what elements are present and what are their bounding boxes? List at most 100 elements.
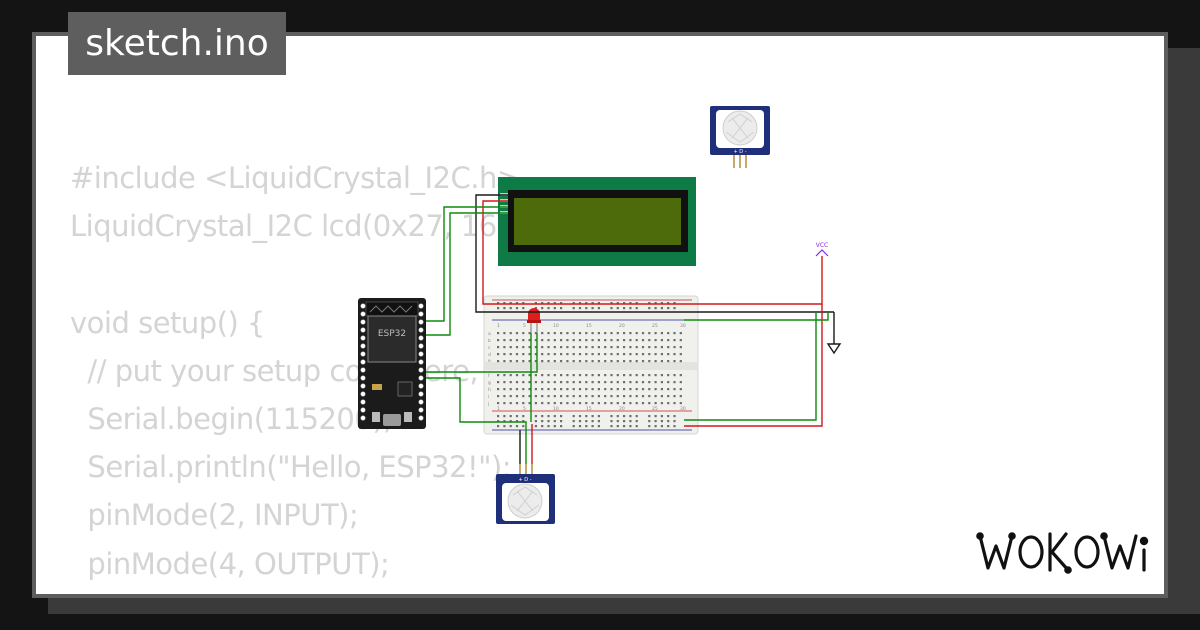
breadboard-hole bbox=[522, 381, 525, 384]
esp32-pin[interactable] bbox=[360, 343, 366, 349]
breadboard-hole bbox=[629, 381, 632, 384]
breadboard-hole bbox=[560, 395, 563, 398]
esp32-pin[interactable] bbox=[360, 327, 366, 333]
breadboard-hole bbox=[667, 339, 670, 342]
breadboard-hole bbox=[591, 307, 594, 310]
esp32-pin[interactable] bbox=[360, 399, 366, 405]
breadboard-hole bbox=[572, 332, 575, 335]
breadboard-hole bbox=[585, 415, 588, 418]
svg-text:20: 20 bbox=[619, 406, 625, 412]
breadboard[interactable]: 1 5 10 15 20 25 30 1 5 10 15 20 25 30 a … bbox=[483, 295, 699, 435]
breadboard-hole bbox=[509, 420, 512, 423]
code-line: Serial.begin(115200); bbox=[70, 401, 393, 436]
breadboard-hole bbox=[572, 395, 575, 398]
breadboard-hole bbox=[566, 346, 569, 349]
breadboard-hole bbox=[629, 420, 632, 423]
breadboard-holes bbox=[497, 302, 682, 428]
ground-symbol[interactable] bbox=[826, 312, 842, 355]
breadboard-hole bbox=[673, 307, 676, 310]
breadboard-hole bbox=[560, 425, 563, 428]
esp32-pin[interactable] bbox=[360, 391, 366, 397]
svg-text:c: c bbox=[488, 346, 491, 351]
esp32-pin[interactable] bbox=[360, 351, 366, 357]
breadboard-hole bbox=[673, 415, 676, 418]
esp32-pin[interactable] bbox=[418, 303, 424, 309]
breadboard-hole bbox=[610, 339, 613, 342]
wire-green bbox=[426, 377, 527, 464]
wire-red bbox=[684, 304, 823, 427]
esp32-pin[interactable] bbox=[418, 319, 424, 325]
esp32-pin[interactable] bbox=[360, 335, 366, 341]
esp32-pin[interactable] bbox=[360, 303, 366, 309]
esp32-pin[interactable] bbox=[418, 415, 424, 421]
breadboard-hole bbox=[497, 415, 500, 418]
breadboard-hole bbox=[553, 353, 556, 356]
esp32-pin[interactable] bbox=[360, 311, 366, 317]
esp32-pin[interactable] bbox=[360, 383, 366, 389]
esp32-pin[interactable] bbox=[418, 367, 424, 373]
esp32-pin[interactable] bbox=[360, 407, 366, 413]
breadboard-hole bbox=[541, 302, 544, 305]
filename-tab[interactable]: sketch.ino bbox=[68, 12, 286, 75]
breadboard-hole bbox=[635, 381, 638, 384]
pir-sensor-top[interactable]: + D - bbox=[710, 106, 770, 168]
esp32-pin[interactable] bbox=[418, 399, 424, 405]
breadboard-hole bbox=[497, 395, 500, 398]
breadboard-hole bbox=[635, 374, 638, 377]
breadboard-hole bbox=[610, 388, 613, 391]
esp32-pin[interactable] bbox=[418, 335, 424, 341]
breadboard-hole bbox=[534, 388, 537, 391]
breadboard-hole bbox=[528, 332, 531, 335]
breadboard-hole bbox=[572, 425, 575, 428]
breadboard-hole bbox=[679, 388, 682, 391]
breadboard-hole bbox=[497, 302, 500, 305]
breadboard-hole bbox=[635, 425, 638, 428]
breadboard-hole bbox=[566, 353, 569, 356]
esp32-pin[interactable] bbox=[418, 343, 424, 349]
breadboard-hole bbox=[509, 381, 512, 384]
esp32-pin[interactable] bbox=[418, 383, 424, 389]
pir-sensor-bottom[interactable]: + D - bbox=[496, 464, 555, 524]
breadboard-hole bbox=[585, 332, 588, 335]
breadboard-hole bbox=[497, 374, 500, 377]
esp32-pin[interactable] bbox=[418, 359, 424, 365]
breadboard-hole bbox=[604, 402, 607, 405]
esp32-pin[interactable] bbox=[360, 319, 366, 325]
breadboard-hole bbox=[610, 346, 613, 349]
breadboard-hole bbox=[572, 388, 575, 391]
breadboard-hole bbox=[635, 402, 638, 405]
esp32-pin[interactable] bbox=[360, 367, 366, 373]
esp32-pin[interactable] bbox=[418, 391, 424, 397]
breadboard-hole bbox=[623, 374, 626, 377]
breadboard-hole bbox=[654, 374, 657, 377]
esp32-pin[interactable] bbox=[418, 327, 424, 333]
esp32-pin[interactable] bbox=[360, 359, 366, 365]
esp32-pin[interactable] bbox=[360, 415, 366, 421]
breadboard-hole bbox=[597, 420, 600, 423]
breadboard-hole bbox=[547, 425, 550, 428]
breadboard-hole bbox=[591, 425, 594, 428]
breadboard-hole bbox=[604, 339, 607, 342]
breadboard-hole bbox=[654, 360, 657, 363]
breadboard-hole bbox=[560, 420, 563, 423]
breadboard-hole bbox=[641, 346, 645, 349]
breadboard-hole bbox=[591, 420, 594, 423]
breadboard-hole bbox=[660, 415, 663, 418]
breadboard-hole bbox=[541, 388, 544, 391]
esp32-board[interactable]: ESP32 bbox=[358, 298, 426, 429]
lcd-display[interactable] bbox=[498, 177, 696, 266]
breadboard-hole bbox=[667, 307, 670, 310]
vcc-symbol[interactable]: VCC bbox=[815, 242, 829, 257]
esp32-pin[interactable] bbox=[360, 375, 366, 381]
esp32-pin[interactable] bbox=[418, 407, 424, 413]
esp32-pin[interactable] bbox=[418, 311, 424, 317]
wokwi-logo[interactable] bbox=[976, 526, 1152, 578]
breadboard-hole bbox=[679, 353, 682, 356]
breadboard-hole bbox=[623, 339, 626, 342]
esp32-pin[interactable] bbox=[418, 351, 424, 357]
breadboard-hole bbox=[616, 415, 619, 418]
breadboard-hole bbox=[497, 307, 500, 310]
svg-text:15: 15 bbox=[586, 323, 592, 329]
esp32-pin[interactable] bbox=[418, 375, 424, 381]
breadboard-hole bbox=[572, 415, 575, 418]
